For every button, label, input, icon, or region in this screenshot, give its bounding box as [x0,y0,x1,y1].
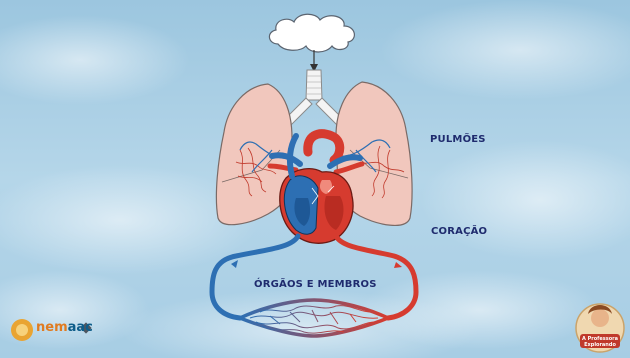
organs-label: ÓRGÃOS E MEMBROS [254,279,377,290]
oxygen-label: OXIGÊNIO [268,26,364,36]
logo-highlight: nem [36,320,68,335]
heart-label: CORAÇÃO [431,226,487,237]
lungs-label: PULMÕES [430,134,486,145]
logo-suffix: aac [68,320,93,335]
badge-text: A Professora Explorando [578,336,622,348]
